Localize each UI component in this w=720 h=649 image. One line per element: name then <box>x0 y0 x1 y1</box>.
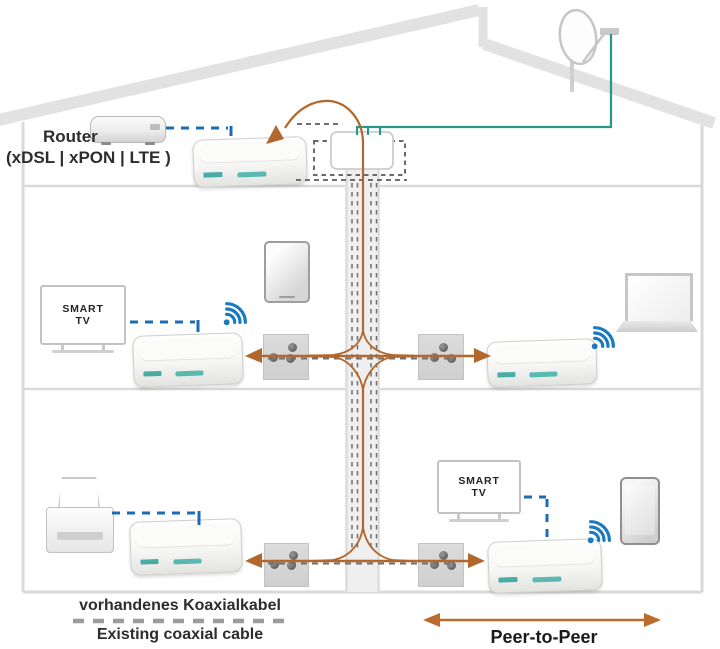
printer-paper <box>58 477 100 509</box>
coax-adapter-mid-right <box>486 338 598 388</box>
smart-tv-label-line1: SMART <box>458 474 500 487</box>
coax-jack <box>430 353 440 363</box>
smart-tv-bottom-right: SMART TV <box>437 460 521 522</box>
legend-coax-label-de: vorhandenes Koaxialkabel <box>79 597 281 614</box>
coax-wall-outlet-bottom-left <box>264 543 309 587</box>
adapter-logo <box>236 171 267 178</box>
adapter-brand-label <box>496 372 516 378</box>
smart-tv-mid-left: SMART TV <box>40 285 126 353</box>
router-foot <box>145 142 155 145</box>
tv-stand-base <box>448 519 510 522</box>
tablet-device <box>264 241 310 303</box>
coax-jack <box>447 560 457 570</box>
coax-jack <box>286 560 296 570</box>
coax-jack <box>439 550 449 560</box>
smart-tv-label-line1: SMART <box>62 302 104 315</box>
router-label: Router (xDSL | xPON | LTE ) <box>6 126 196 169</box>
coax-jack <box>288 550 298 560</box>
router-label-title: Router <box>43 127 98 146</box>
printer-device <box>46 477 114 553</box>
laptop-screen <box>625 273 693 321</box>
adapter-brand-label <box>143 370 162 377</box>
coax-jack <box>288 342 298 352</box>
coax-wall-outlet-mid-left <box>263 334 309 380</box>
adapter-top-surface <box>493 342 590 366</box>
cable-riser-shaft <box>345 168 380 592</box>
coax-adapter-attic <box>192 136 308 188</box>
printer-body <box>46 507 114 553</box>
adapter-logo <box>529 371 558 378</box>
wifi-icon <box>220 297 252 329</box>
laptop-device <box>616 273 698 332</box>
coax-jack <box>439 342 449 352</box>
tv-stand-base <box>52 350 114 353</box>
coax-wall-outlet-mid-right <box>418 334 464 380</box>
coax-jack <box>286 354 295 364</box>
adapter-top-surface <box>139 336 236 362</box>
adapter-logo <box>175 370 204 377</box>
attic-splitter-box <box>313 131 406 176</box>
router-label-subtitle: (xDSL | xPON | LTE ) <box>6 148 171 168</box>
coax-adapter-mid-left <box>132 332 244 388</box>
printer-output-slot <box>56 532 104 540</box>
adapter-brand-label <box>498 576 518 583</box>
laptop-base <box>616 321 698 332</box>
adapter-logo <box>173 558 202 565</box>
smartphone-device <box>620 477 660 545</box>
wifi-icon <box>588 321 620 353</box>
coax-jack <box>447 354 457 364</box>
legend-peer-to-peer-label: Peer-to-Peer <box>490 627 598 647</box>
roof <box>0 4 716 129</box>
legend-coax-label-en: Existing coaxial cable <box>96 626 264 643</box>
coax-jack <box>269 353 279 363</box>
internet-router-device <box>90 116 166 145</box>
tv-stand <box>40 345 126 353</box>
adapter-top-surface <box>136 522 235 549</box>
wifi-icon <box>584 515 616 547</box>
coax-jack <box>430 559 440 569</box>
tv-stand <box>437 514 521 522</box>
coax-jack <box>270 559 280 569</box>
tv-screen: SMART TV <box>437 460 521 514</box>
smart-tv-label-line2: TV <box>471 487 487 499</box>
tablet-home-bar <box>278 296 296 298</box>
router-port <box>150 124 160 130</box>
adapter-top-surface <box>494 542 595 568</box>
smartphone-screen <box>625 485 655 535</box>
smart-tv-label-line2: TV <box>75 315 91 327</box>
coax-adapter-bottom-left <box>129 518 243 576</box>
router-foot <box>101 142 111 145</box>
adapter-brand-label <box>140 558 160 565</box>
adapter-brand-label <box>203 171 223 178</box>
adapter-top-surface <box>199 140 300 165</box>
coax-wall-outlet-bottom-right <box>418 543 464 587</box>
adapter-logo <box>531 576 562 583</box>
tv-screen: SMART TV <box>40 285 126 345</box>
